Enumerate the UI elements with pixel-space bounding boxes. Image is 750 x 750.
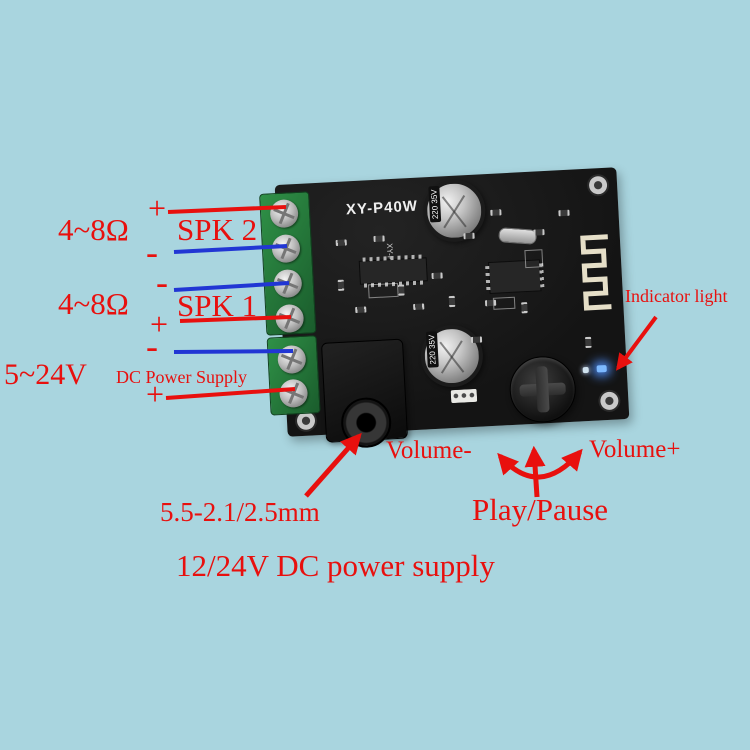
- spk2-label: SPK 2: [177, 212, 258, 247]
- electrolytic-capacitor: 220 35V: [419, 323, 485, 389]
- play-pause-arrow: [524, 445, 546, 498]
- smd-component: [398, 284, 405, 296]
- amplifier-ic: [358, 257, 428, 285]
- spk1-impedance-label: 4~8Ω: [58, 286, 129, 321]
- silkscreen-outline: [367, 282, 399, 299]
- jack-size-label: 5.5-2.1/2.5mm: [160, 497, 320, 527]
- knob-slot: [535, 366, 550, 413]
- smd-component: [490, 209, 502, 216]
- play-pause-label: Play/Pause: [472, 492, 609, 527]
- spk1-plus-sign: +: [150, 306, 169, 342]
- smd-component: [337, 279, 345, 291]
- volume-minus-label: Volume-: [386, 437, 472, 464]
- mounting-hole: [588, 175, 608, 195]
- smd-component: [463, 232, 475, 240]
- smd-component: [335, 239, 347, 246]
- jack-arrow: [304, 432, 362, 498]
- spk2-impedance-label: 4~8Ω: [58, 212, 129, 247]
- terminal-screw-power-plus: [278, 378, 309, 409]
- power-note-label: 12/24V DC power supply: [176, 548, 495, 583]
- speaker-terminal-block: [259, 191, 317, 336]
- power-supply-label: DC Power Supply: [116, 367, 248, 387]
- secondary-led: [582, 366, 589, 374]
- power-voltage-label: 5~24V: [4, 358, 87, 391]
- mounting-hole: [296, 411, 316, 431]
- volume-play-knob: [508, 354, 578, 425]
- smd-component: [558, 209, 570, 217]
- three-pin-header: [450, 388, 478, 404]
- capacitor-rating-label: 220 35V: [425, 331, 439, 368]
- spk2-plus-sign: +: [148, 190, 167, 226]
- spk2-minus-sign: -: [146, 232, 158, 272]
- smd-component: [448, 295, 456, 308]
- indicator-led: [596, 364, 607, 373]
- smd-component: [521, 302, 528, 314]
- terminal-screw-spk1-minus: [273, 268, 303, 299]
- smd-component: [533, 229, 545, 236]
- smd-component: [585, 336, 592, 349]
- spk1-label: SPK 1: [177, 288, 258, 323]
- crystal-oscillator: [498, 227, 538, 245]
- terminal-screw-spk1-plus: [274, 303, 305, 334]
- volume-rotate-arrow: [497, 448, 583, 480]
- bluetooth-antenna: [580, 234, 612, 311]
- smd-component: [470, 336, 483, 344]
- dc-jack-opening: [339, 396, 393, 449]
- board-model-silkscreen: XY-P40W: [345, 197, 419, 219]
- power-plus-sign: +: [146, 376, 165, 412]
- smd-component: [413, 303, 425, 311]
- electrolytic-capacitor: 220 35V: [421, 178, 487, 244]
- power-terminal-block: [266, 335, 321, 416]
- volume-plus-label: Volume+: [589, 436, 681, 463]
- terminal-screw-spk2-plus: [269, 198, 299, 229]
- terminal-screw-spk2-minus: [271, 233, 301, 264]
- smd-component: [355, 306, 367, 314]
- capacitor-rating-label: 220 35V: [428, 186, 442, 223]
- smd-component: [431, 272, 443, 280]
- silkscreen-outline: [492, 296, 516, 310]
- spk1-minus-sign: -: [156, 262, 168, 302]
- smd-component: [373, 235, 385, 243]
- antenna-trace: [580, 234, 612, 311]
- dc-barrel-jack: [320, 338, 409, 449]
- silkscreen-outline: [524, 249, 544, 269]
- indicator-light-label: Indicator light: [625, 286, 728, 306]
- amplifier-board: XY-P40W XY-P40W 220 35V 220 35V: [259, 167, 630, 449]
- mounting-hole: [599, 391, 619, 411]
- power-minus-sign: -: [146, 326, 158, 366]
- terminal-screw-power-minus: [277, 344, 307, 375]
